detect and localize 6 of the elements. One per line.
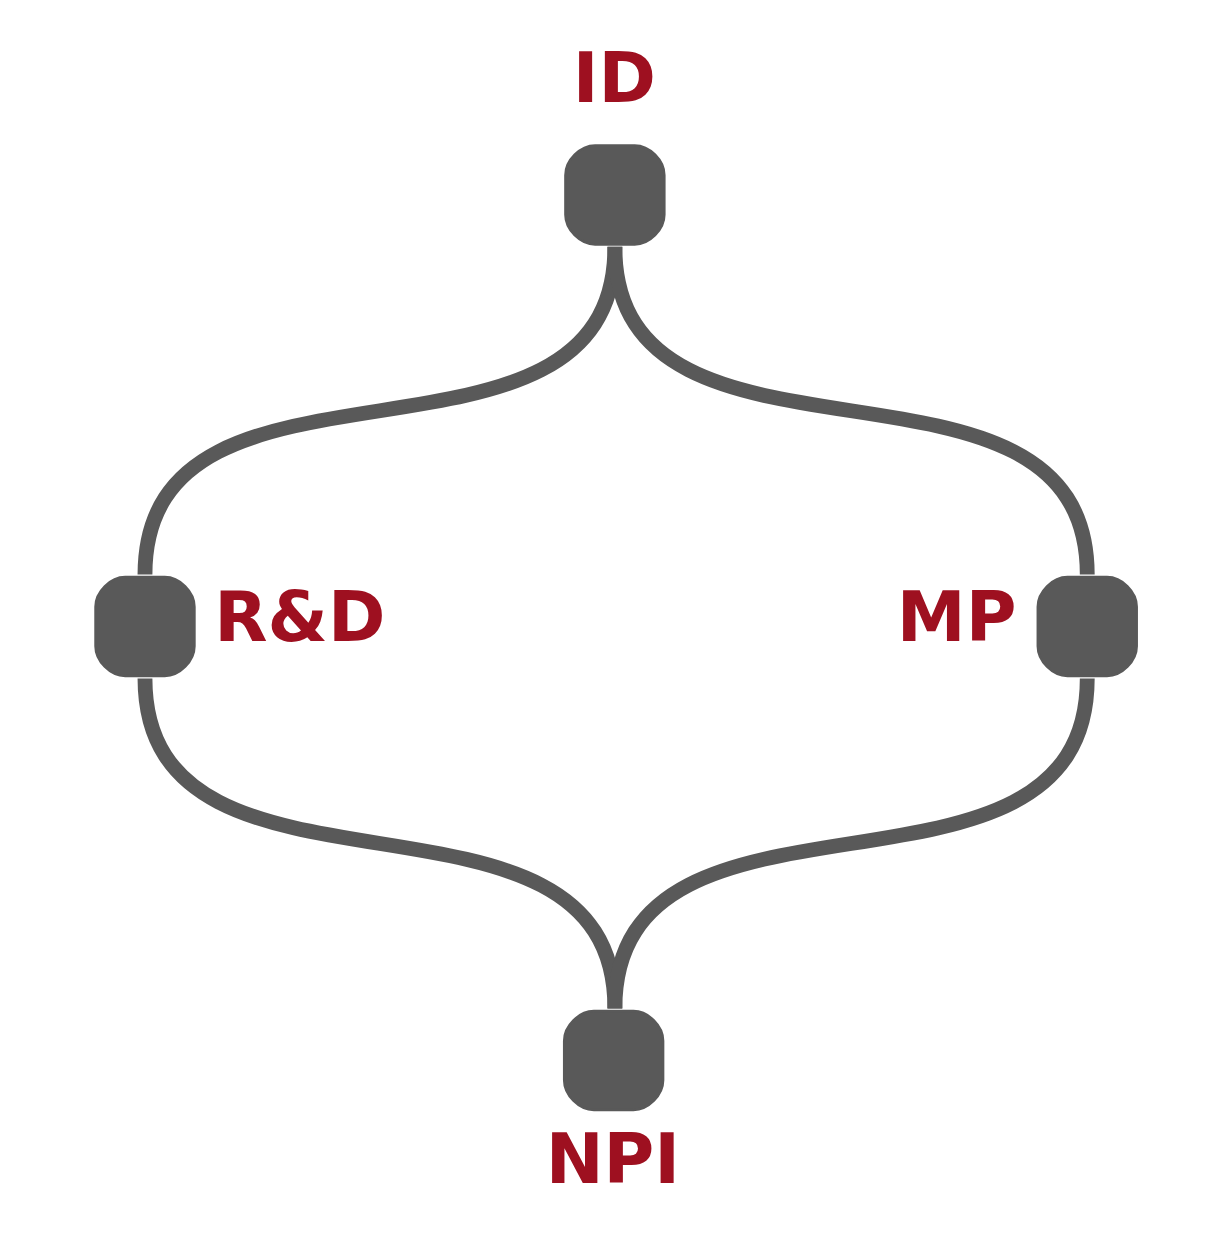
- node-label: MP: [896, 577, 1017, 658]
- connector: [607, 245, 1095, 576]
- node-label: R&D: [214, 577, 386, 658]
- connector: [607, 677, 1095, 1010]
- node-label: ID: [572, 37, 657, 118]
- node-label: NPI: [545, 1118, 681, 1199]
